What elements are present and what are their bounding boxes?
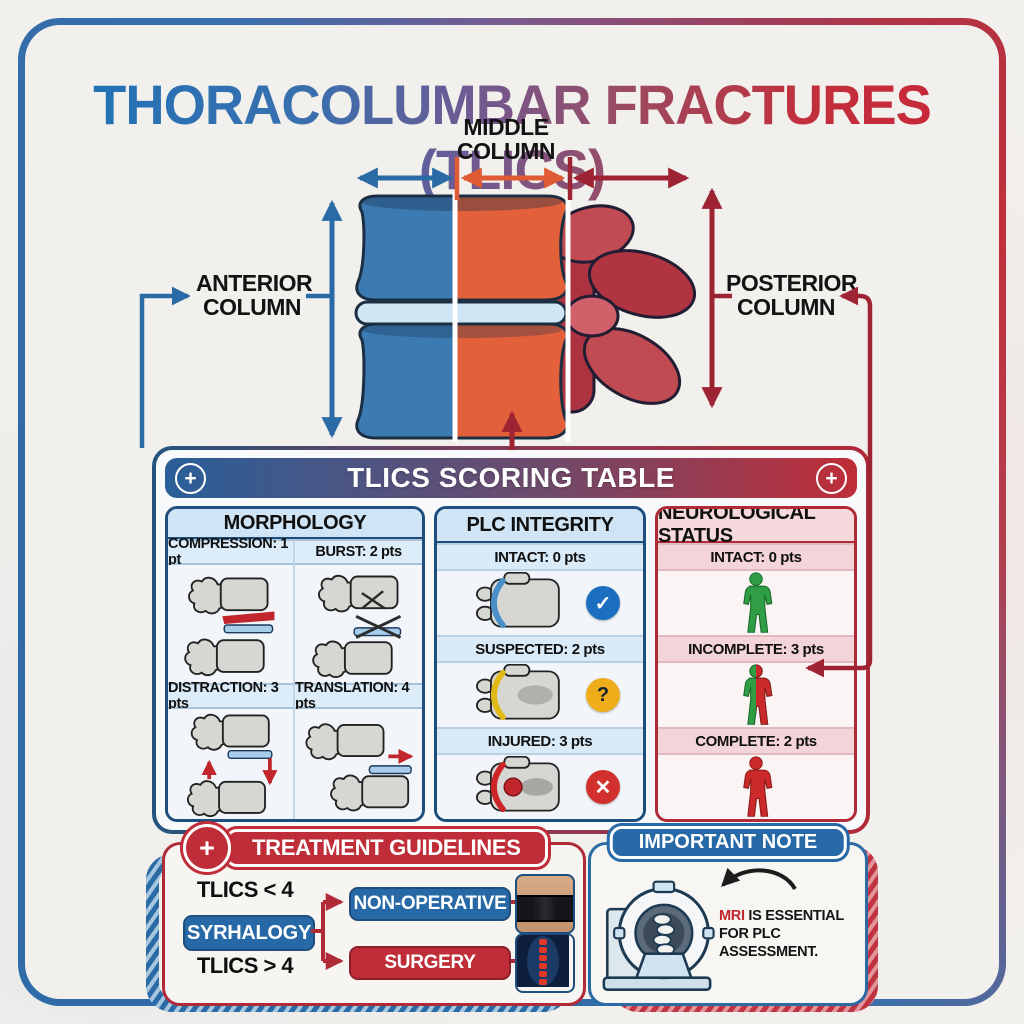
anterior-column-label: ANTERIOR COLUMN <box>196 270 313 320</box>
neuro-incomplete-label: INCOMPLETE: 3 pts <box>658 635 854 663</box>
mri-machine-icon <box>602 880 715 992</box>
distraction-label: DISTRACTION: 3 pts <box>168 680 295 712</box>
plus-icon: + <box>175 462 206 494</box>
compression-icon <box>183 576 274 677</box>
curved-arrow-icon <box>721 867 797 891</box>
morphology-title: MORPHOLOGY <box>168 509 422 539</box>
spine-vertebra-illustration <box>354 192 697 442</box>
cross-icon: ✕ <box>586 770 620 804</box>
back-brace-photo <box>515 874 575 934</box>
distraction-icon <box>186 713 277 818</box>
plc-suspected-label: SUSPECTED: 2 pts <box>437 635 643 663</box>
plc-injured-cell: ✕ <box>437 755 643 819</box>
neuro-complete-label: COMPLETE: 2 pts <box>658 727 854 755</box>
posterior-column-label: POSTERIOR COLUMN <box>726 270 857 320</box>
check-icon: ✓ <box>586 586 620 620</box>
person-incomplete-icon <box>743 664 773 725</box>
plc-integrity-column: PLC INTEGRITY INTACT: 0 pts ✓ SUSPECTED:… <box>434 506 646 822</box>
person-intact-icon <box>743 572 773 633</box>
translation-icon <box>304 723 413 812</box>
disc <box>354 300 568 326</box>
plc-intact-icon <box>476 572 560 629</box>
tlics-greater-4-label: TLICS > 4 <box>196 953 294 978</box>
translation-label: TRANSLATION: 4 pts <box>295 680 422 712</box>
burst-label: BURST: 2 pts <box>295 539 422 565</box>
scoring-table-header: + TLICS SCORING TABLE + <box>165 458 857 498</box>
neurological-status-column: NEUROLOGICAL STATUS INTACT: 0 pts INCOMP… <box>655 506 857 822</box>
plc-intact-cell: ✓ <box>437 571 643 635</box>
scoring-table-title: TLICS SCORING TABLE <box>347 462 675 493</box>
plus-icon: + <box>816 462 847 494</box>
compression-cell <box>168 565 295 683</box>
distraction-cell <box>168 709 295 819</box>
spine-xray-photo <box>515 933 575 993</box>
neuro-complete-cell <box>658 755 854 819</box>
plc-suspected-icon <box>476 664 560 721</box>
treatment-guidelines-box: + TREATMENT GUIDELINES TLICS < 4 SYRHALO… <box>162 824 586 1006</box>
compression-label: COMPRESSION: 1 pt <box>168 536 295 568</box>
plus-icon: + <box>183 824 231 872</box>
page-title: THORACOLUMBAR FRACTURES (TLICS) <box>15 72 1008 202</box>
neuro-intact-label: INTACT: 0 pts <box>658 543 854 571</box>
plc-title: PLC INTEGRITY <box>437 509 643 543</box>
important-note-box: IMPORTANT NOTE MRI IS ESSENTIAL FOR PLC … <box>588 826 868 1006</box>
burst-cell <box>295 565 422 683</box>
plc-suspected-cell: ? <box>437 663 643 727</box>
middle-column-label: MIDDLE COLUMN <box>457 114 555 164</box>
translation-cell <box>295 709 422 819</box>
treatment-middle-pill: SYRHALOGY <box>183 915 315 951</box>
person-complete-icon <box>743 756 773 817</box>
neuro-incomplete-cell <box>658 663 854 727</box>
surgery-pill: SURGERY <box>349 946 511 980</box>
question-icon: ? <box>586 678 620 712</box>
tlics-less-4-label: TLICS < 4 <box>196 877 294 902</box>
tlics-scoring-table: + TLICS SCORING TABLE + MORPHOLOGY COMPR… <box>152 446 870 834</box>
plc-injured-icon <box>476 756 560 813</box>
burst-icon <box>311 574 401 679</box>
note-text: MRI IS ESSENTIAL FOR PLC ASSESSMENT. <box>719 908 844 961</box>
morphology-column: MORPHOLOGY COMPRESSION: 1 pt BURST: 2 pt… <box>165 506 425 822</box>
important-note-title: IMPORTANT NOTE <box>609 826 847 859</box>
plc-injured-label: INJURED: 3 pts <box>437 727 643 755</box>
neuro-title: NEUROLOGICAL STATUS <box>658 509 854 547</box>
mri-highlight: MRI <box>719 908 745 924</box>
treatment-title: TREATMENT GUIDELINES <box>225 829 548 867</box>
plc-intact-label: INTACT: 0 pts <box>437 543 643 571</box>
neuro-intact-cell <box>658 571 854 635</box>
non-operative-pill: NON-OPERATIVE <box>349 887 511 921</box>
treatment-header: + TREATMENT GUIDELINES <box>183 824 548 872</box>
